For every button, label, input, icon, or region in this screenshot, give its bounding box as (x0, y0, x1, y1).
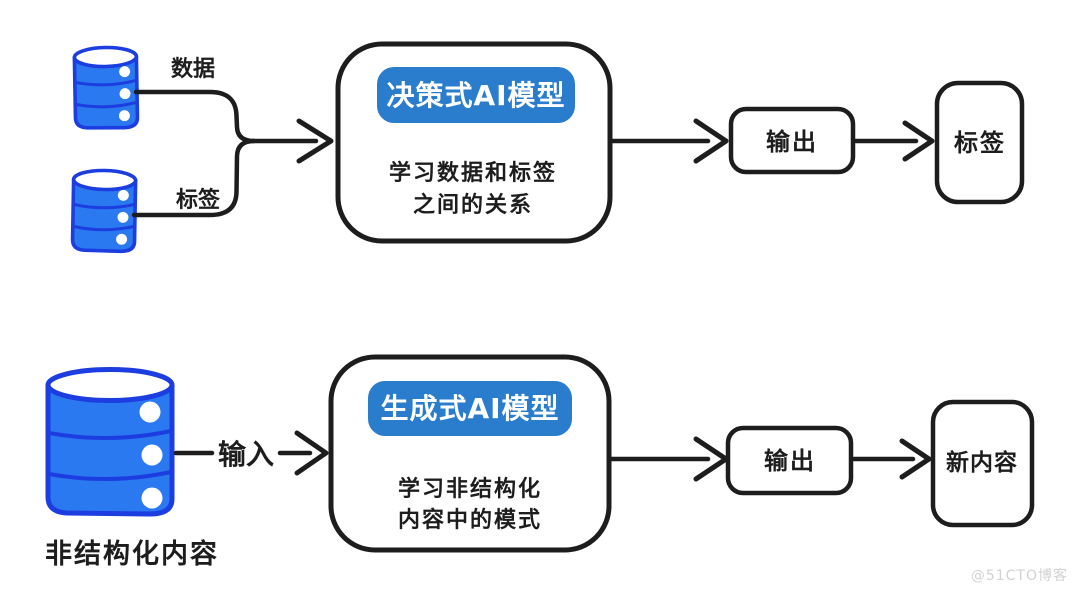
arrowhead-icon (296, 118, 334, 164)
watermark: @51CTO博客 (971, 567, 1068, 584)
database-unstructured-icon (45, 367, 175, 517)
generative-model-desc-line2: 内容中的模式 (398, 507, 542, 533)
discriminative-model-desc-line1: 学习数据和标签 (389, 160, 557, 186)
output-label-bottom: 输出 (764, 447, 816, 475)
output-label-top: 输出 (766, 128, 818, 156)
arrow-model-to-output (608, 436, 729, 482)
generative-model-desc-line1: 学习非结构化 (398, 476, 542, 502)
input-arrow (173, 430, 329, 476)
bottom-flow: 非结构化内容 输入 生成式AI模型 学习非结构化 内容中的模式 输出 新内容 (45, 354, 1035, 570)
discriminative-model-desc-line2: 之间的关系 (413, 192, 533, 218)
database-data-icon (72, 45, 140, 130)
arrow-model-to-output (609, 118, 729, 164)
generative-model-title: 生成式AI模型 (380, 392, 559, 425)
arrowhead-icon (693, 118, 729, 164)
output-box-bottom (725, 425, 854, 496)
arrow-output-to-result (851, 438, 932, 480)
discriminative-model-pill (377, 67, 575, 123)
labels-input-label: 标签 (176, 187, 221, 213)
result-box-labels (934, 80, 1025, 205)
database-labels-icon (70, 168, 138, 254)
arrow-output-to-result (853, 120, 935, 162)
data-input-label: 数据 (171, 56, 215, 82)
output-box-top (728, 106, 856, 175)
arrowhead-icon (294, 430, 329, 476)
top-flow: 数据 标签 决策式AI模型 学习数据和标签 之间的关系 输出 标签 (70, 41, 1025, 254)
merge-arrow (131, 89, 334, 218)
result-box-new-content (930, 399, 1035, 528)
unstructured-content-label: 非结构化内容 (45, 538, 219, 570)
discriminative-model-title: 决策式AI模型 (386, 79, 565, 112)
input-label: 输入 (218, 438, 274, 471)
arrowhead-icon (902, 120, 935, 162)
generative-model-pill (368, 381, 572, 436)
connector-from-data (133, 89, 319, 144)
arrowhead-icon (899, 438, 932, 480)
result-label-new-content: 新内容 (946, 449, 1018, 476)
result-label-labels: 标签 (954, 129, 1006, 157)
connector-from-labels (131, 138, 257, 218)
